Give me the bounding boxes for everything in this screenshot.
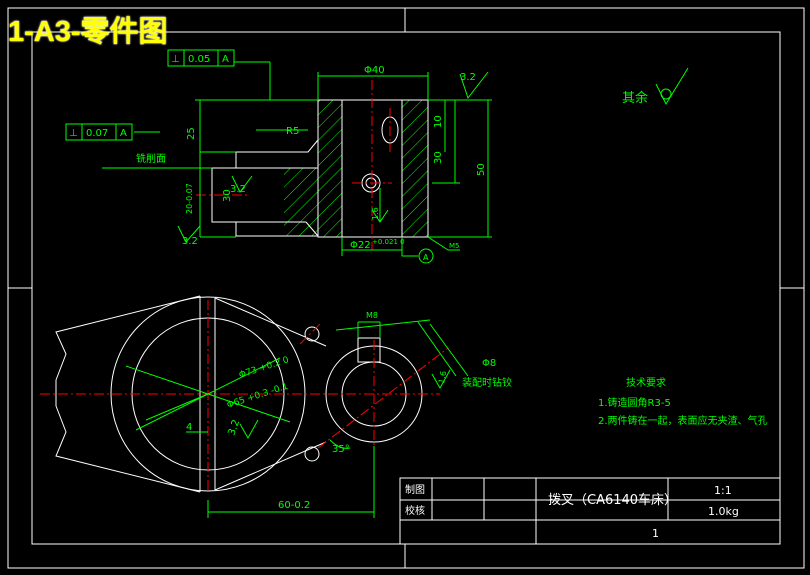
dim-phi65: Φ65 +0.3 -0.1 (226, 382, 290, 411)
outer-frame (7, 7, 805, 569)
tol-symbol-2: ⊥ (69, 128, 78, 139)
label-mill: 铣削面 (136, 152, 166, 165)
dim-30-left: 30 (222, 189, 233, 202)
tech-req-item-2: 2.两件铸在一起，表面应无夹渣、气孔 (598, 414, 768, 427)
rough-32-c: 3.2 (182, 236, 198, 247)
tol-datum-2: A (120, 128, 127, 139)
rest-roughness: 其余 (622, 67, 689, 106)
scale-value: 1:1 (714, 484, 732, 497)
dim-m8: M8 (366, 311, 378, 320)
dim-30-right: 30 (433, 151, 444, 164)
label-pin: 装配时钻铰 (462, 376, 512, 389)
tol-value-2: 0.07 (86, 128, 108, 139)
tol-value-1: 0.05 (188, 54, 210, 65)
rough-32-front: 3.2 (226, 418, 242, 437)
dim-20: 20-0.07 (185, 183, 194, 214)
dim-25: 25 (186, 127, 197, 140)
rough-32-b: 3.2 (230, 184, 246, 195)
tech-requirements: 技术要求 1.铸造圆角R3-5 2.两件铸在一起，表面应无夹渣、气孔 (598, 376, 768, 427)
dim-10: 10 (433, 115, 444, 128)
drawn-by-label: 制图 (405, 483, 425, 496)
part-name: 拨叉（CA6140车床） (548, 492, 677, 508)
tech-req-item-1: 1.铸造圆角R3-5 (598, 396, 671, 409)
dim-50: 50 (476, 163, 487, 176)
datum-a: A (423, 253, 429, 262)
title-badge: 1-A3-零件图 (8, 16, 168, 48)
tol-datum-1: A (222, 54, 229, 65)
dim-phi22: Φ22 (350, 240, 371, 251)
dim-phi8: Φ8 (482, 358, 496, 369)
tol-symbol-1: ⊥ (171, 54, 180, 65)
front-view: M8 Φ8 装配时钻铰 Φ73 +0.2 0 Φ65 +0.3 -0.1 4 3… (40, 295, 512, 518)
rough-32-a: 3.2 (460, 72, 476, 83)
weight-value: 1.0kg (708, 505, 739, 518)
rough-16: 1.6 (371, 207, 380, 220)
dim-phi22-tol: +0.021 0 (372, 238, 405, 246)
section-view: ⊥ 0.05 A ⊥ 0.07 A Φ40 25 R5 10 30 50 30 … (65, 49, 492, 264)
dim-phi40: Φ40 (364, 65, 385, 76)
dim-m: M5 (449, 242, 460, 250)
dim-r5: R5 (286, 126, 299, 137)
rest-roughness-label: 其余 (622, 90, 648, 106)
dim-4: 4 (186, 422, 192, 433)
dim-60: 60-0.2 (278, 500, 310, 511)
sheet-number: 1 (652, 527, 659, 540)
checked-by-label: 校核 (405, 504, 425, 517)
title-block (399, 477, 781, 545)
dim-35: 35° (332, 444, 350, 455)
dim-phi73: Φ73 +0.2 0 (238, 355, 291, 381)
tech-req-title: 技术要求 (626, 376, 666, 389)
rough-16-front: 1.6 (437, 370, 448, 384)
